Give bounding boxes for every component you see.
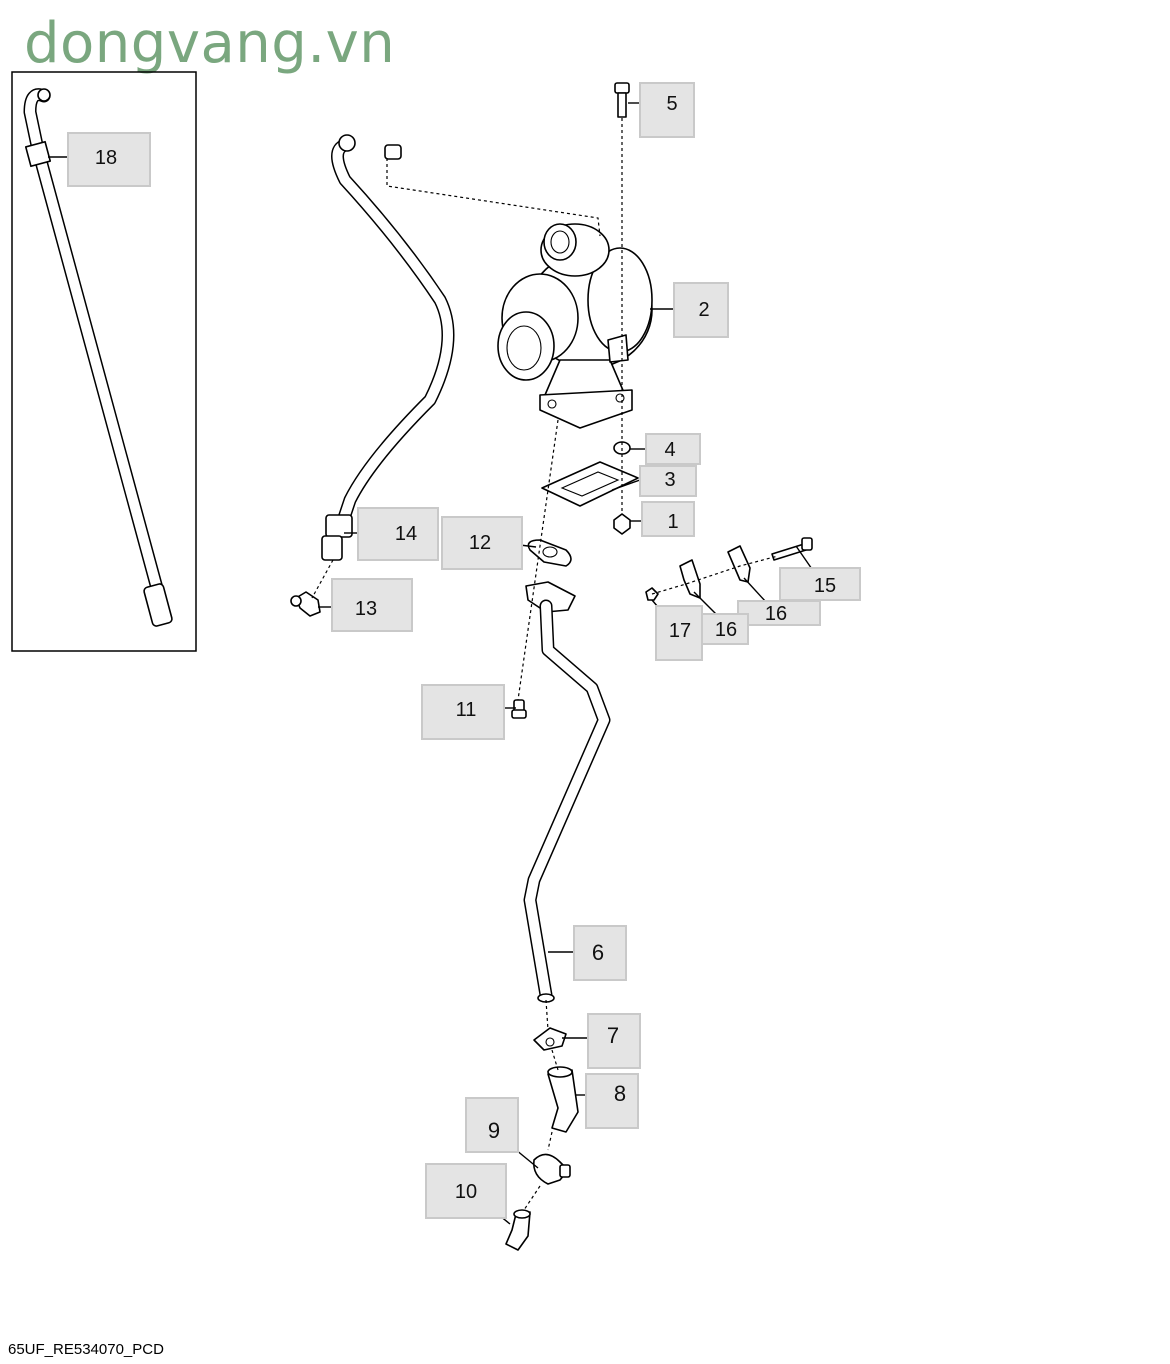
callout-17: 17 bbox=[655, 605, 703, 661]
callout-1: 1 bbox=[641, 501, 695, 537]
callout-16b-label: 16 bbox=[715, 619, 737, 641]
part-11-bolt bbox=[511, 699, 527, 719]
callout-10-label: 10 bbox=[455, 1181, 477, 1203]
part-18-oil-line bbox=[23, 88, 173, 627]
callout-15: 15 bbox=[779, 567, 861, 601]
inset-frame bbox=[11, 71, 197, 652]
callout-5: 5 bbox=[639, 82, 695, 138]
watermark-logo: dongvang.vn bbox=[24, 11, 396, 76]
callout-7-label: 7 bbox=[607, 1023, 619, 1048]
part-7-clamp bbox=[533, 1027, 567, 1051]
callout-1-label: 1 bbox=[667, 511, 678, 533]
callout-17-label: 17 bbox=[669, 620, 691, 642]
part-10-fitting bbox=[505, 1209, 531, 1251]
part-12-gasket bbox=[527, 539, 572, 567]
part-6-drain-tube bbox=[523, 581, 611, 1003]
part-13-elbow-fitting bbox=[290, 591, 321, 617]
leader-lines bbox=[48, 102, 815, 1225]
part-14-oil-supply-hose bbox=[321, 118, 455, 561]
callout-3: 3 bbox=[639, 465, 697, 497]
part-8-hose bbox=[547, 1066, 579, 1133]
part-9-clamp bbox=[532, 1153, 571, 1185]
assembly-lines bbox=[311, 118, 779, 1211]
callout-3-label: 3 bbox=[664, 469, 675, 491]
part-5-bolt bbox=[614, 82, 630, 118]
callout-4: 4 bbox=[645, 433, 701, 465]
callout-13-label: 13 bbox=[355, 598, 377, 620]
drawing-code: 65UF_RE534070_PCD bbox=[8, 1341, 164, 1358]
callout-16-upper: 16 bbox=[737, 600, 821, 626]
callout-9-label: 9 bbox=[488, 1118, 500, 1143]
part-15-bolt bbox=[771, 537, 813, 561]
part-16-bracket-lower bbox=[679, 559, 701, 599]
part-16-bracket-upper bbox=[727, 545, 751, 583]
callout-15-label: 15 bbox=[814, 575, 836, 597]
callout-4-label: 4 bbox=[664, 439, 675, 461]
callout-8: 8 bbox=[585, 1073, 639, 1129]
callout-18-label: 18 bbox=[95, 147, 117, 169]
callout-11-label: 11 bbox=[456, 699, 477, 721]
callout-6: 6 bbox=[573, 925, 627, 981]
callout-2: 2 bbox=[673, 282, 729, 338]
callout-12-label: 12 bbox=[469, 532, 491, 554]
callout-6-label: 6 bbox=[592, 940, 604, 965]
callout-8-label: 8 bbox=[614, 1081, 626, 1106]
callout-11: 11 bbox=[421, 684, 505, 740]
part-2-turbocharger bbox=[497, 223, 653, 429]
callout-14: 14 bbox=[357, 507, 439, 561]
callout-13: 13 bbox=[331, 578, 413, 632]
callout-2-label: 2 bbox=[698, 299, 709, 321]
callout-9: 9 bbox=[465, 1097, 519, 1153]
callout-5-label: 5 bbox=[666, 93, 677, 115]
callout-16a-label: 16 bbox=[765, 603, 787, 625]
part-1-nut bbox=[613, 513, 631, 535]
callout-10: 10 bbox=[425, 1163, 507, 1219]
callout-14-label: 14 bbox=[395, 523, 417, 545]
callout-18: 18 bbox=[67, 132, 151, 187]
callout-7: 7 bbox=[587, 1013, 641, 1069]
part-3-gasket bbox=[541, 461, 639, 507]
callout-16-lower: 16 bbox=[701, 613, 749, 645]
callout-12: 12 bbox=[441, 516, 523, 570]
